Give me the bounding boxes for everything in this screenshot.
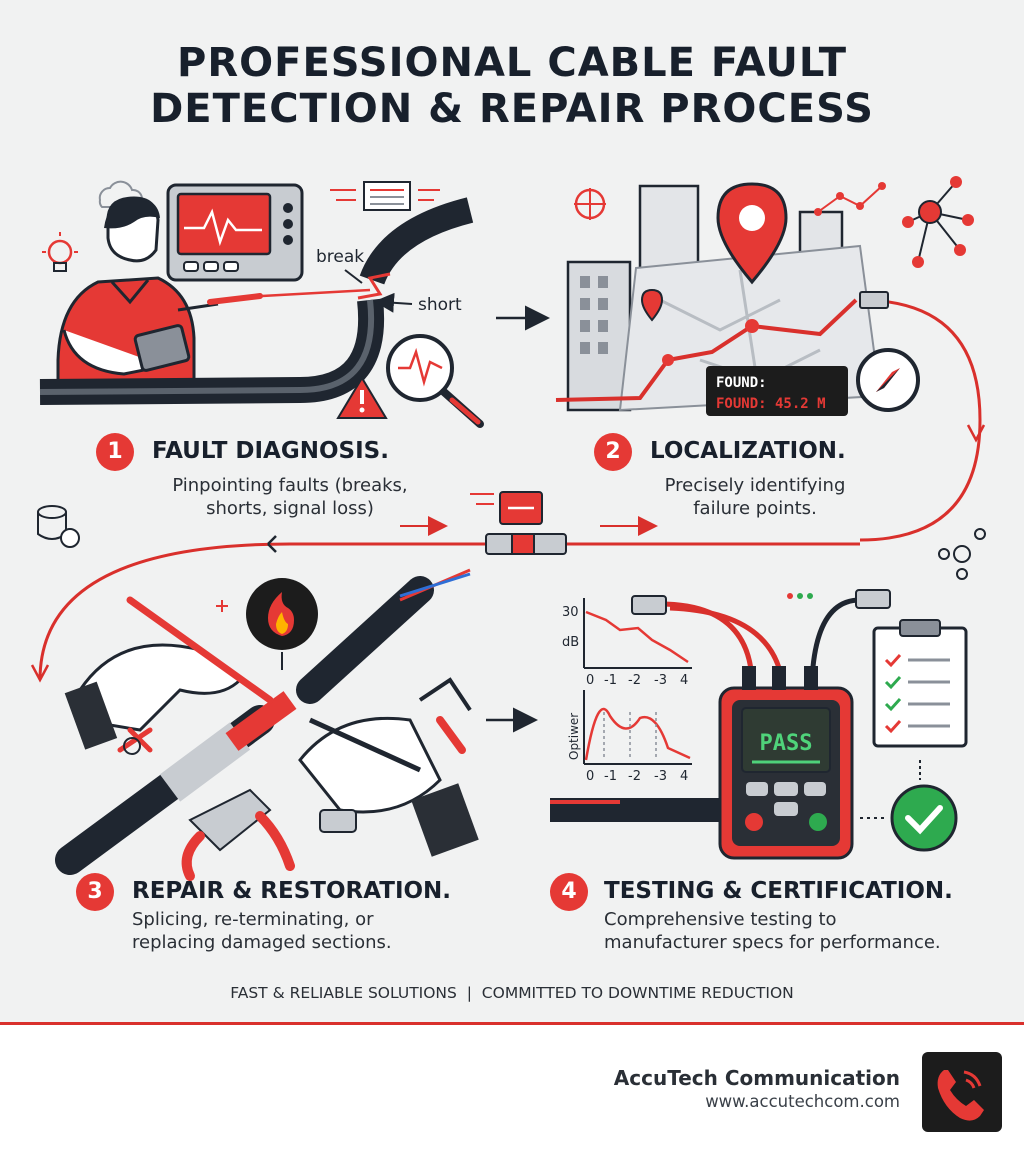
technician-figure bbox=[56, 196, 371, 390]
phone-logo bbox=[922, 1052, 1002, 1132]
step-3-number: 3 bbox=[76, 873, 114, 911]
network-icon bbox=[902, 176, 974, 268]
step-3-desc-line-2: replacing damaged sections. bbox=[132, 932, 392, 953]
panel-fault-diagnosis: break short bbox=[39, 180, 484, 428]
data-transfer-icon bbox=[330, 181, 440, 211]
step-1-title: FAULT DIAGNOSIS. bbox=[152, 438, 389, 464]
graph-bottom-tick-3: -3 bbox=[654, 769, 667, 784]
warning-icon bbox=[336, 376, 388, 419]
clipboard-icon bbox=[872, 619, 968, 748]
panel-repair bbox=[55, 568, 479, 881]
route-line bbox=[555, 298, 858, 402]
company-url[interactable]: www.accutechcom.com bbox=[705, 1092, 900, 1111]
step-3-desc-line-1: Splicing, re-terminating, or bbox=[132, 909, 374, 930]
brand-block: AccuTech Communication www.accutechcom.c… bbox=[614, 1066, 900, 1111]
map-pin-icon bbox=[716, 182, 788, 285]
step-4-desc-line-1: Comprehensive testing to bbox=[604, 909, 837, 930]
callout-break: break bbox=[316, 247, 364, 267]
damaged-cable bbox=[39, 197, 474, 405]
step-4-number: 4 bbox=[550, 873, 588, 911]
graph-bottom-tick-1: -1 bbox=[604, 769, 617, 784]
lightbulb-icon bbox=[42, 232, 78, 272]
footer bbox=[0, 1025, 1024, 1154]
svg-text:FOUND:: FOUND: bbox=[716, 375, 767, 391]
found-display bbox=[706, 366, 848, 416]
graph-bottom-tick-4: 4 bbox=[680, 769, 688, 784]
oscilloscope-device bbox=[166, 183, 304, 282]
magnifier-icon bbox=[386, 334, 484, 428]
network-icon-small bbox=[938, 528, 986, 580]
title-line-2: DETECTION & REPAIR PROCESS bbox=[150, 86, 874, 132]
graph-top-tick: 30 bbox=[562, 605, 579, 620]
graph-top-tick-3: -3 bbox=[654, 673, 667, 688]
callout-short: short bbox=[418, 295, 462, 315]
graph-top-tick-0: 0 bbox=[586, 673, 594, 688]
graph-top-unit: dB bbox=[562, 635, 579, 650]
step-4-desc-line-2: manufacturer specs for performance. bbox=[604, 932, 941, 953]
panel-localization: FOUND: FOUND: 45.2 M bbox=[555, 176, 986, 542]
graph-top-tick-2: -2 bbox=[628, 673, 641, 688]
database-icon bbox=[37, 505, 80, 548]
step-4-title: TESTING & CERTIFICATION. bbox=[604, 878, 953, 904]
graph-top: 30 dB 0 -1 -2 -3 4 bbox=[562, 598, 692, 688]
graph-top-tick-4: 4 bbox=[680, 673, 688, 688]
graph-bottom-unit: Optiwer bbox=[567, 713, 581, 760]
step-2-desc-line-1: Precisely identifying bbox=[664, 475, 846, 496]
step-2-desc-line-2: failure points. bbox=[693, 498, 817, 519]
middle-connector bbox=[30, 491, 986, 683]
cable-tester-device: PASS bbox=[718, 666, 854, 860]
target-icon bbox=[574, 188, 606, 220]
footer-divider bbox=[0, 1022, 1024, 1025]
step-2-title: LOCALIZATION. bbox=[650, 438, 846, 464]
step-2-number: 2 bbox=[594, 433, 632, 471]
page-title: PROFESSIONAL CABLE FAULT DETECTION & REP… bbox=[0, 40, 1024, 132]
phone-icon bbox=[937, 1070, 984, 1121]
graph-top-tick-1: -1 bbox=[604, 673, 617, 688]
title-line-1: PROFESSIONAL CABLE FAULT bbox=[177, 40, 847, 86]
pass-screen-text: PASS bbox=[760, 731, 813, 756]
panel-testing: 30 dB 0 -1 -2 -3 4 Optiwer 0 -1 -2 -3 4 bbox=[550, 589, 968, 860]
graph-bottom-tick-2: -2 bbox=[628, 769, 641, 784]
graph-bottom: Optiwer 0 -1 -2 -3 4 bbox=[567, 690, 692, 784]
step-3-title: REPAIR & RESTORATION. bbox=[132, 878, 452, 904]
step-1-desc-line-1: Pinpointing faults (breaks, bbox=[172, 475, 408, 496]
graph-bottom-tick-0: 0 bbox=[586, 769, 594, 784]
step-1-desc-line-2: shorts, signal loss) bbox=[206, 498, 374, 519]
compass-icon bbox=[856, 348, 920, 412]
step-1-number: 1 bbox=[96, 433, 134, 471]
tagline: FAST & RELIABLE SOLUTIONS | COMMITTED TO… bbox=[230, 984, 794, 1002]
company-name: AccuTech Communication bbox=[613, 1066, 900, 1090]
svg-text:FOUND: 45.2 M: FOUND: 45.2 M bbox=[716, 396, 826, 412]
checkmark-icon bbox=[890, 784, 958, 852]
